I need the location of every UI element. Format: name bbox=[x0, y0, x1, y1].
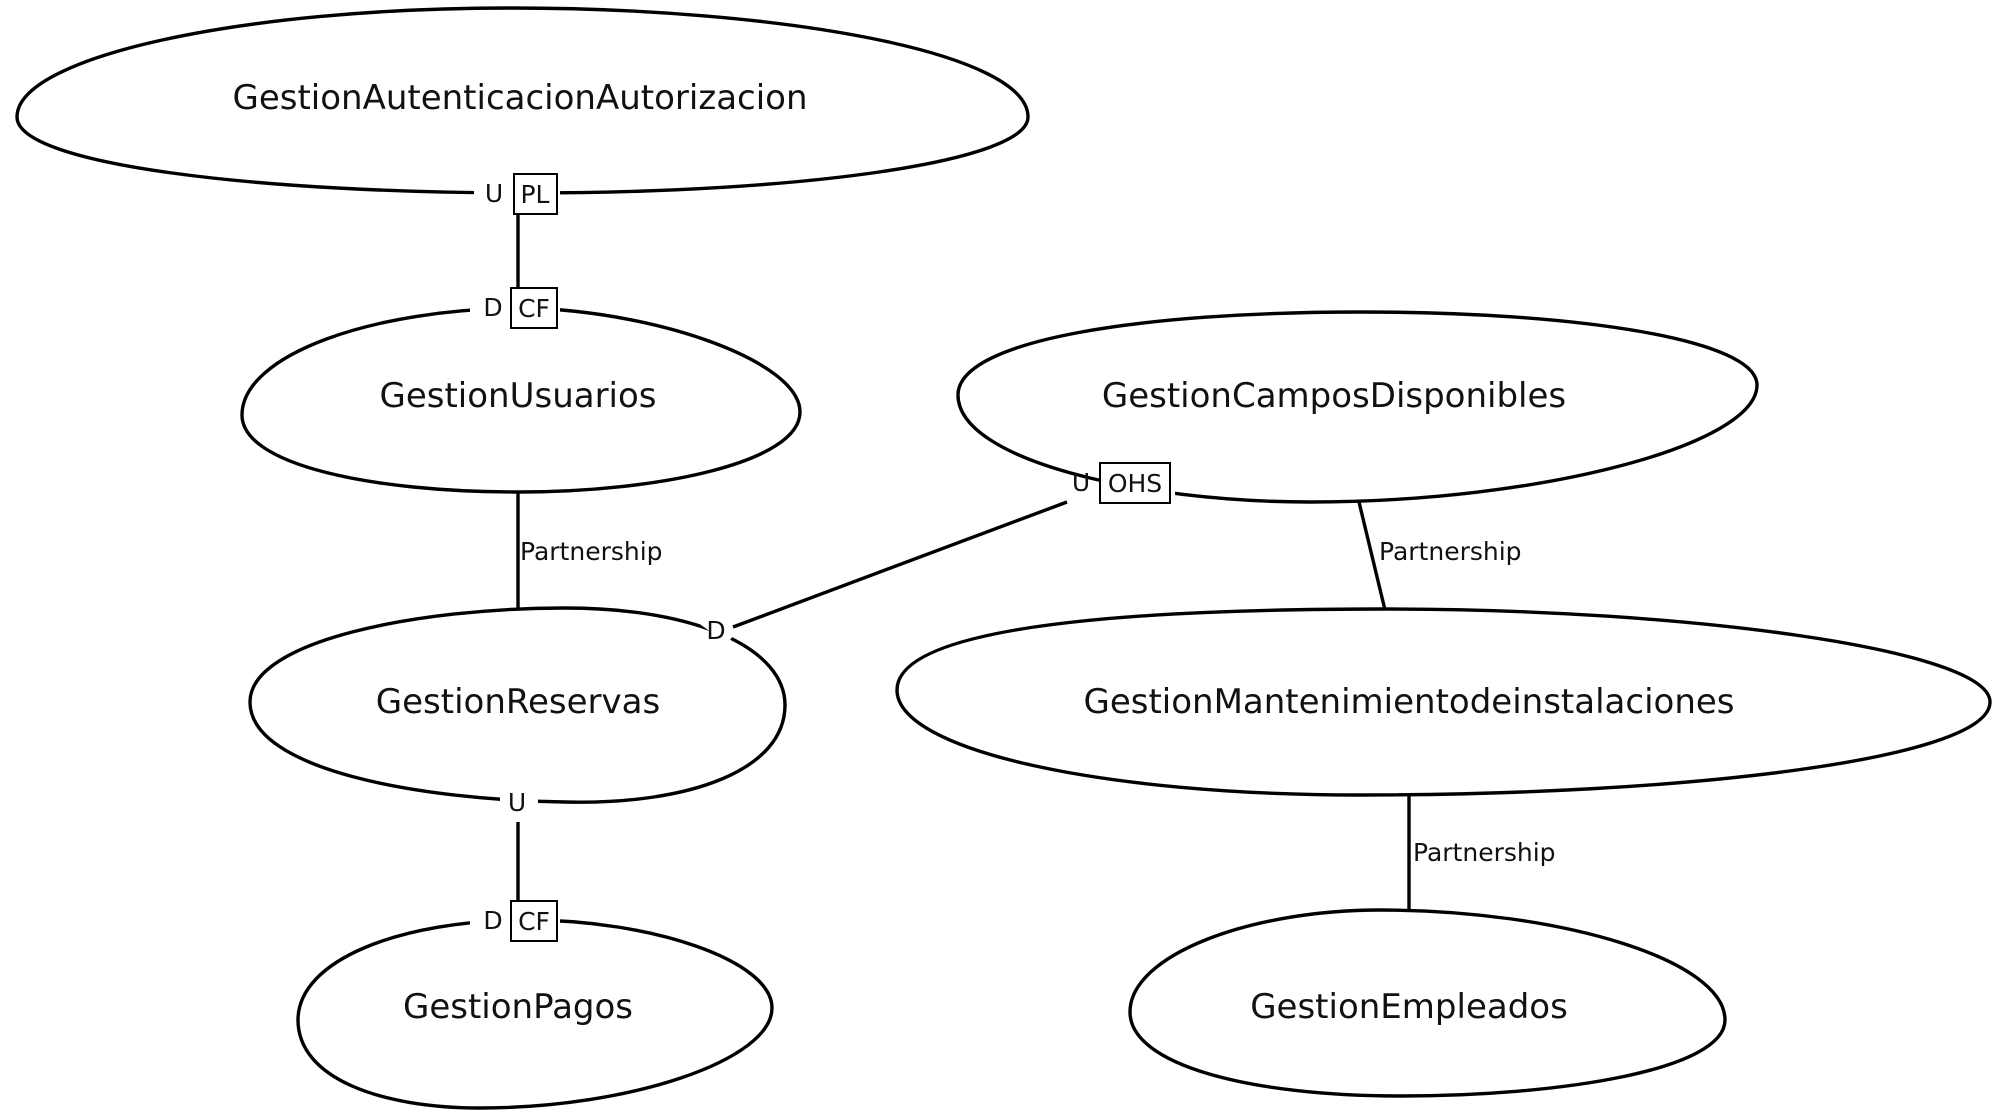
context-gestion-empleados: GestionEmpleados bbox=[1128, 908, 1727, 1098]
context-shape bbox=[240, 306, 802, 494]
upstream-pattern-box bbox=[513, 173, 558, 215]
context-shape bbox=[895, 607, 1992, 797]
upstream-role-label: U bbox=[485, 179, 503, 208]
downstream-pattern-box bbox=[510, 287, 558, 329]
upstream-pattern-box bbox=[1099, 462, 1171, 504]
relation-auth-usuarios: U PL D CF bbox=[470, 173, 560, 329]
context-name: GestionCamposDisponibles bbox=[1102, 376, 1566, 416]
context-name: GestionUsuarios bbox=[379, 376, 656, 416]
context-gestion-autenticacion-autorizacion: GestionAutenticacionAutorizacion bbox=[15, 6, 1030, 195]
context-shape bbox=[956, 310, 1759, 504]
context-gestion-usuarios: GestionUsuarios bbox=[240, 306, 802, 494]
relation-mantenimiento-empleados: Partnership bbox=[1413, 838, 1556, 867]
context-shape bbox=[296, 918, 774, 1110]
downstream-pattern-label: CF bbox=[518, 907, 550, 936]
upstream-pattern-label: PL bbox=[520, 180, 549, 209]
context-gestion-pagos: GestionPagos bbox=[296, 918, 774, 1110]
downstream-pattern-label: CF bbox=[518, 294, 550, 323]
edge-campos-mantenimiento bbox=[1357, 501, 1387, 611]
context-shape bbox=[1128, 908, 1727, 1098]
edge-campos-reservas bbox=[732, 500, 1068, 629]
upstream-role-label: U bbox=[1072, 468, 1090, 497]
context-name: GestionReservas bbox=[376, 682, 660, 722]
context-name: GestionMantenimientodeinstalaciones bbox=[1083, 682, 1734, 722]
partnership-label: Partnership bbox=[520, 537, 663, 566]
context-name: GestionEmpleados bbox=[1250, 987, 1568, 1027]
partnership-label: Partnership bbox=[1413, 838, 1556, 867]
upstream-role-label: U bbox=[508, 788, 526, 817]
context-shape bbox=[15, 6, 1030, 195]
upstream-pattern-label: OHS bbox=[1108, 469, 1162, 498]
context-gestion-campos-disponibles: GestionCamposDisponibles bbox=[956, 310, 1759, 504]
context-gestion-mantenimiento-instalaciones: GestionMantenimientodeinstalaciones bbox=[895, 607, 1992, 797]
downstream-role-label: D bbox=[483, 906, 502, 935]
downstream-role-label: D bbox=[706, 616, 725, 645]
context-gestion-reservas: GestionReservas bbox=[248, 606, 787, 804]
downstream-role-label: D bbox=[483, 293, 502, 322]
relation-campos-reservas: U OHS D bbox=[697, 462, 1175, 645]
relation-reservas-pagos: U D CF bbox=[470, 788, 560, 942]
relation-campos-mantenimiento: Partnership bbox=[1379, 537, 1522, 566]
context-name: GestionPagos bbox=[403, 987, 633, 1027]
downstream-pattern-box bbox=[510, 900, 558, 942]
relation-usuarios-reservas: Partnership bbox=[520, 537, 663, 566]
context-name: GestionAutenticacionAutorizacion bbox=[232, 78, 807, 118]
partnership-label: Partnership bbox=[1379, 537, 1522, 566]
